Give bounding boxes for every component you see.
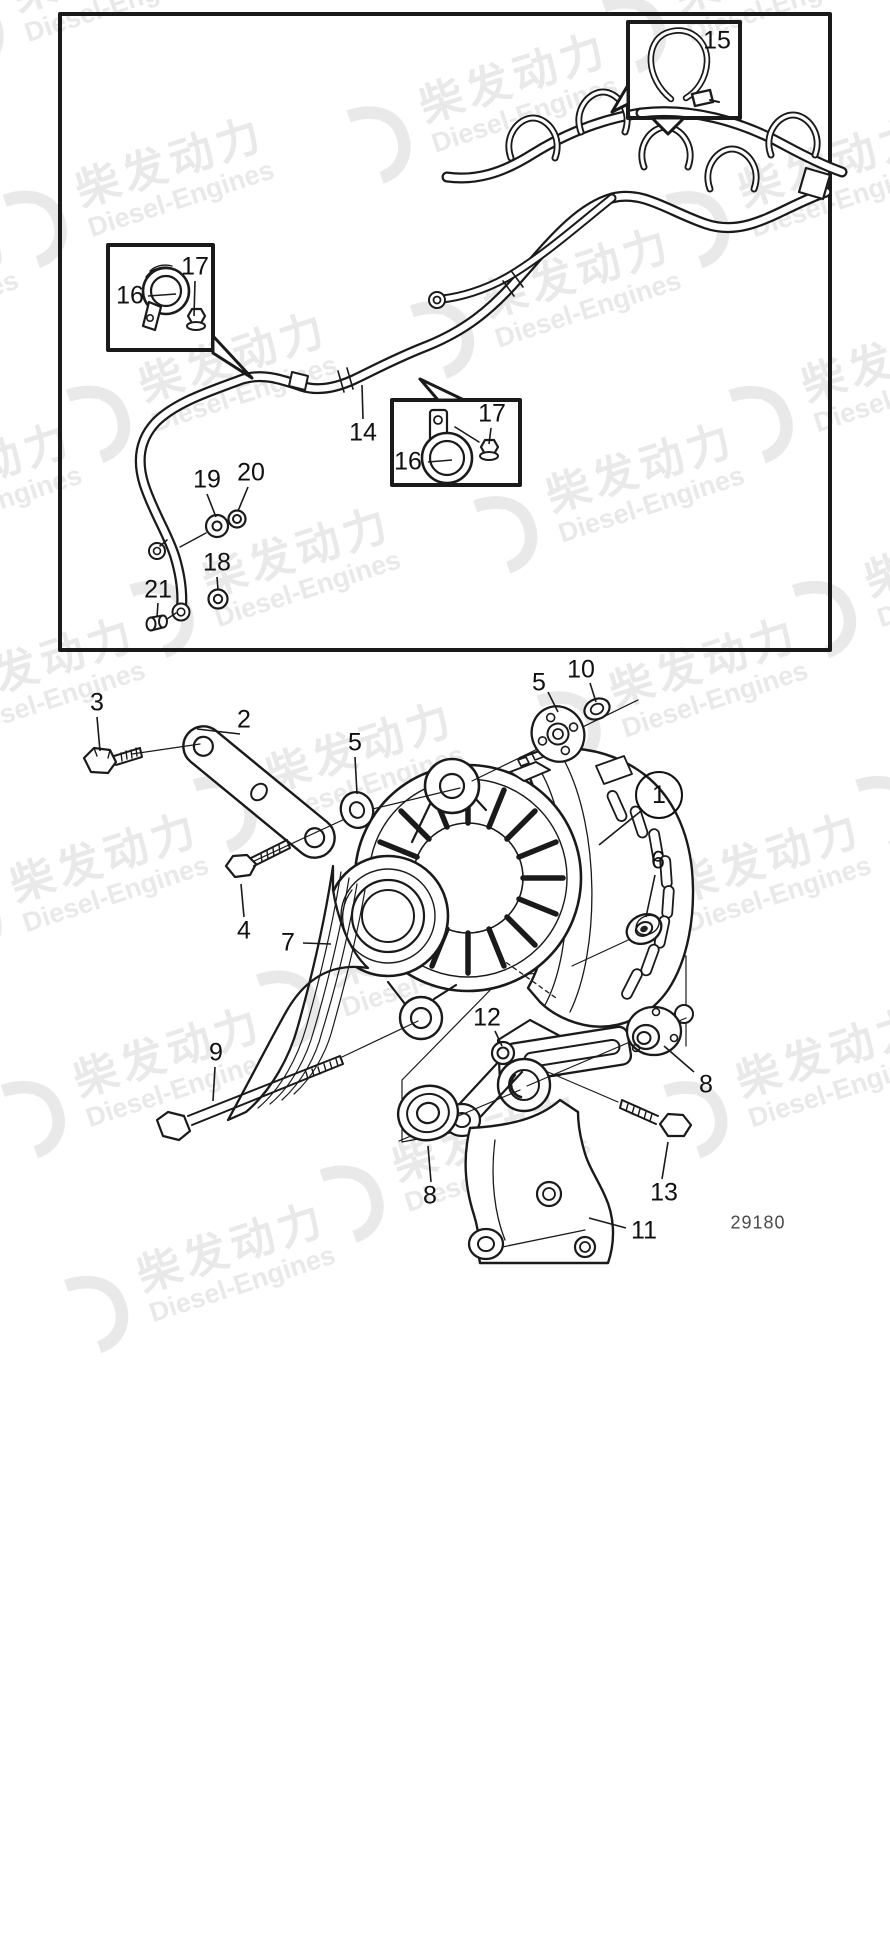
diagram-drawing xyxy=(58,12,848,1265)
alternator-drawing xyxy=(82,697,695,1265)
page: { "page": { "part_number": "29180" }, "c… xyxy=(0,0,890,1353)
inset-box-15 xyxy=(610,20,742,136)
inset-box-16-17-middle xyxy=(390,377,522,487)
top-frame xyxy=(58,12,832,652)
drawing-number: 29180 xyxy=(730,1212,786,1233)
harness-drawing xyxy=(134,88,848,632)
inset-box-16-17-left xyxy=(106,243,254,380)
